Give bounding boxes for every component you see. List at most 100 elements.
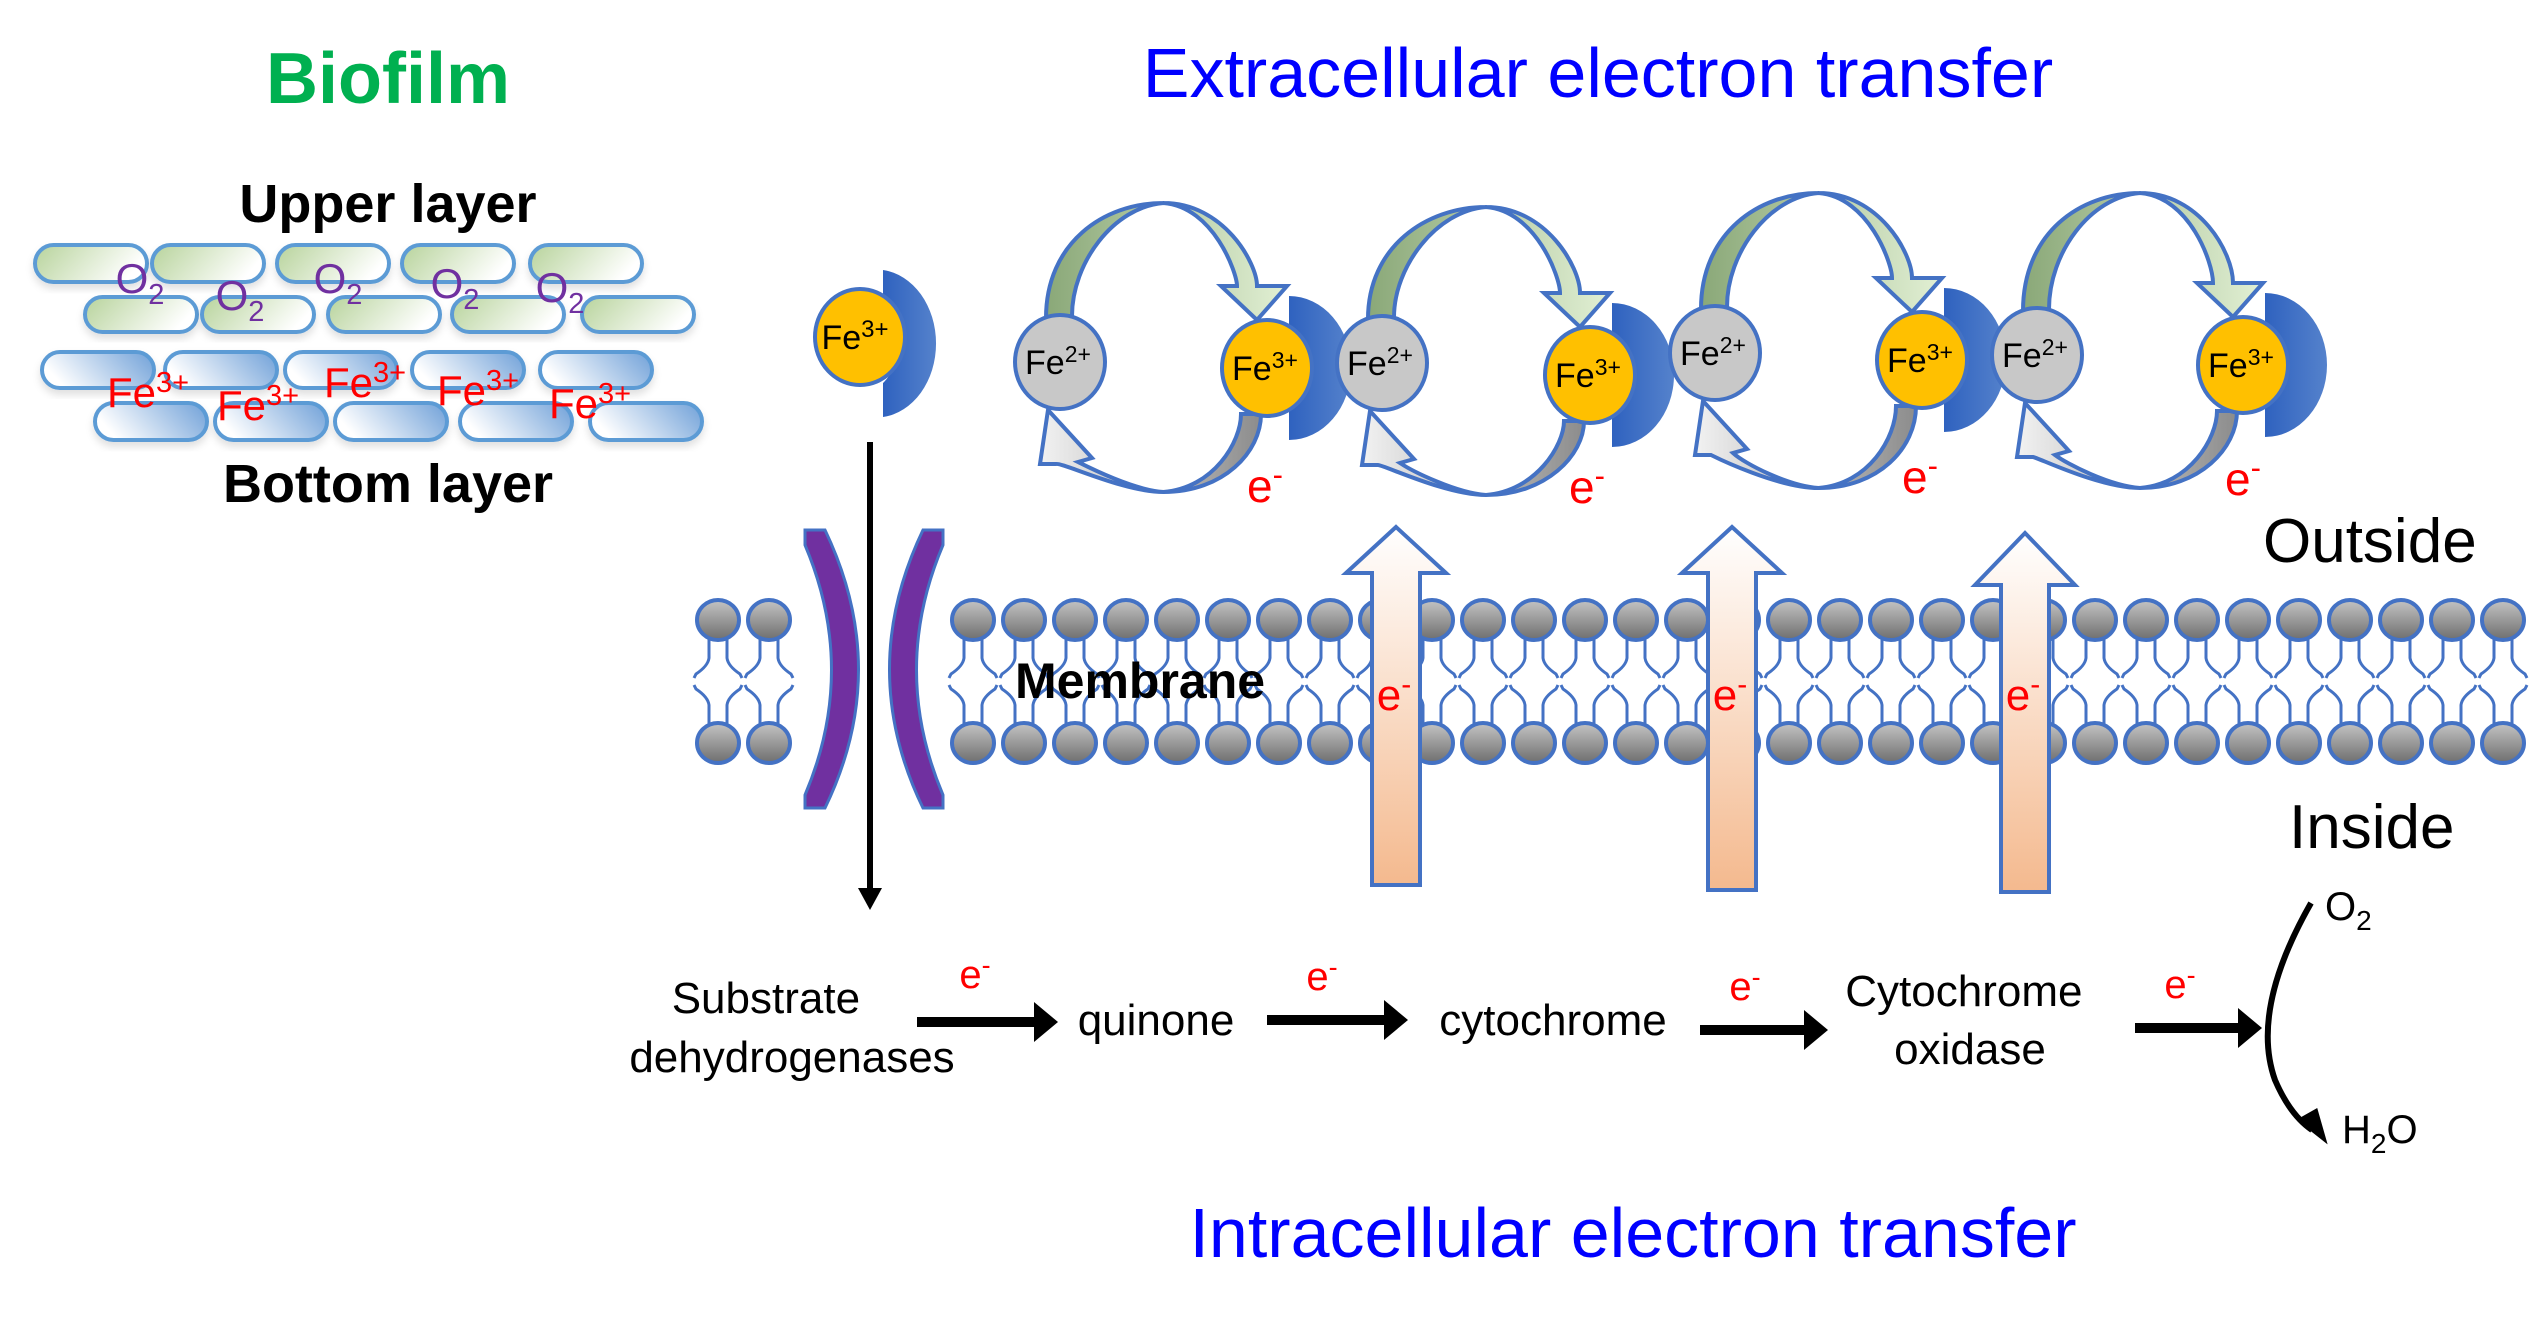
electron-label: e-: [2006, 668, 2040, 720]
reduction-arrow: [1359, 406, 1587, 498]
phospholipid-pair: [998, 598, 1050, 765]
cytochrome-cup-icon: [1944, 288, 2006, 432]
electron-label: e-: [1569, 458, 1605, 513]
anaerobic-cell: [333, 401, 449, 442]
phospholipid-pair: [2171, 598, 2223, 765]
lipid-head: [2174, 598, 2220, 642]
lipid-head: [2429, 721, 2475, 765]
lipid-head: [1103, 721, 1149, 765]
lipid-head: [2123, 721, 2169, 765]
anaerobic-cell: [213, 401, 329, 442]
phospholipid-pair: [2426, 598, 2478, 765]
lipid-head: [1817, 598, 1863, 642]
lipid-head: [746, 721, 792, 765]
lipid-head: [1562, 598, 1608, 642]
lipid-head: [1307, 721, 1353, 765]
lipid-head: [1868, 721, 1914, 765]
oxygen-label: O2: [314, 255, 363, 311]
lipid-head: [1562, 721, 1608, 765]
anaerobic-cell: [93, 401, 209, 442]
phospholipid-pair: [2222, 598, 2274, 765]
biofilm-title: Biofilm: [266, 39, 510, 119]
fe3-ion-circle: [1875, 310, 1969, 410]
phospholipid-pair: [2120, 598, 2172, 765]
lipid-head: [1052, 721, 1098, 765]
electron-label: e-: [1377, 668, 1411, 720]
phospholipid-pair: [2069, 598, 2121, 765]
phospholipid-pair: [743, 598, 795, 765]
aerobic-cell: [275, 243, 391, 284]
phospholipid-pair: [1100, 598, 1152, 765]
aerobic-cell: [200, 295, 316, 334]
lipid-head: [2378, 598, 2424, 642]
lipid-head: [1511, 721, 1557, 765]
phospholipid-pair: [1304, 598, 1356, 765]
phospholipid-pair: [1151, 598, 1203, 765]
fe3-label: Fe3+: [549, 378, 631, 427]
phospholipid-pair: [1661, 598, 1713, 765]
electron-label: e-: [1902, 448, 1938, 503]
anaerobic-cell: [538, 350, 654, 390]
electron-label: e-: [2164, 960, 2195, 1007]
inside-label: Inside: [2289, 793, 2454, 862]
substrate-uptake-arrowhead: [858, 888, 882, 910]
phospholipid-pair: [2273, 598, 2325, 765]
electron-export-arrow: e-: [1676, 524, 1788, 892]
chain-arrow: e-: [2135, 960, 2262, 1048]
redox-cycle: Fe2+Fe3+e-: [1990, 190, 2327, 505]
extracellular-title: Extracellular electron transfer: [1143, 34, 2053, 112]
chain-node-cytochrome-oxidase: Cytochrome oxidase: [1845, 967, 2094, 1074]
electron-export-arrow: e-: [1340, 524, 1452, 887]
reduction-arrow: [1692, 396, 1919, 491]
lipid-head: [1256, 598, 1302, 642]
phospholipid-pair: [1253, 598, 1305, 765]
phospholipid-pair: [692, 598, 744, 765]
electron-label: e-: [1729, 962, 1760, 1009]
phospholipid-pair: [1508, 598, 1560, 765]
fe-redox-cycles: Fe2+Fe3+e-Fe2+Fe3+e-Fe2+Fe3+e-Fe2+Fe3+e-: [1013, 190, 2327, 513]
oxygen-label: O2: [216, 272, 265, 328]
oxygen-label: O2: [116, 255, 165, 311]
anaerobic-cell: [588, 401, 704, 442]
phospholipid-pair: [1814, 598, 1866, 765]
anaerobic-cell: [40, 350, 156, 390]
aerobic-cell: [450, 295, 566, 334]
oxidation-arrow: [1043, 200, 1292, 323]
phospholipid-pair: [1610, 598, 1662, 765]
lipid-head: [1001, 598, 1047, 642]
fe3-ion-circle: [2196, 315, 2290, 415]
electron-label: e-: [959, 950, 990, 997]
oxidation-arrow: [2020, 190, 2268, 320]
aerobic-cell: [528, 243, 644, 284]
lipid-head: [1154, 721, 1200, 765]
lipid-head: [1868, 598, 1914, 642]
lipid-head: [2429, 598, 2475, 642]
oxygen-label: O2: [2325, 885, 2372, 936]
fe3-ion-label: Fe3+: [2208, 344, 2274, 385]
chain-arrows: e-e-e-e-: [917, 950, 2262, 1050]
chain-node-quinone: quinone: [1078, 996, 1235, 1045]
lipid-head: [2480, 721, 2526, 765]
oxygen-label: O2: [536, 264, 585, 320]
lipid-head: [2378, 721, 2424, 765]
redox-cycle: Fe2+Fe3+e-: [1335, 204, 1674, 513]
lipid-head: [1766, 598, 1812, 642]
lipid-bilayer: [692, 598, 2529, 765]
lipid-head: [1154, 598, 1200, 642]
chain-arrow: e-: [917, 950, 1058, 1042]
fe3-label: Fe3+: [437, 365, 519, 414]
lipid-head: [2174, 721, 2220, 765]
phospholipid-pair: [2324, 598, 2376, 765]
fe2-ion-circle: [1013, 313, 1107, 411]
ion-channel: [803, 528, 945, 810]
fe3-ion-circle: [1543, 325, 1637, 425]
phospholipid-pair: [2375, 598, 2427, 765]
oxygen-reduction-arrowhead: [2296, 1108, 2328, 1145]
cytochrome-cup-icon: [1289, 296, 1351, 440]
lipid-head: [1919, 598, 1965, 642]
water-label: H2O: [2342, 1108, 2418, 1159]
phospholipid-pair: [947, 598, 999, 765]
lipid-head: [1664, 598, 1710, 642]
chain-node-substrate-dehydrogenases: Substrate dehydrogenases: [629, 974, 954, 1082]
